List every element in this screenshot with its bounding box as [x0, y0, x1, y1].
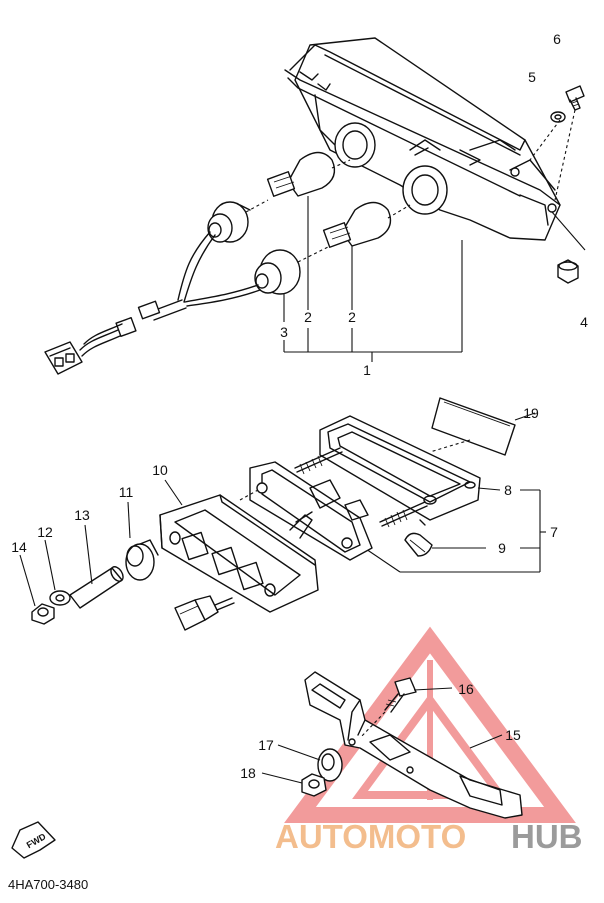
label-1: 1	[363, 362, 371, 378]
lens-screws	[294, 447, 428, 528]
drawing-code: 4HA700-3480	[8, 877, 88, 892]
screw-6	[565, 85, 585, 111]
label-9: 9	[498, 540, 506, 556]
label-2b: 2	[348, 309, 356, 325]
label-3: 3	[280, 324, 288, 340]
watermark-brand-a: AUTOMOTO	[275, 818, 466, 855]
label-2a: 2	[304, 309, 312, 325]
wire-harness	[44, 231, 261, 375]
label-7: 7	[550, 524, 558, 540]
spacer-17	[317, 748, 343, 782]
spacer-13	[69, 566, 124, 609]
base-plate	[249, 461, 373, 561]
label-13: 13	[74, 507, 90, 523]
label-15: 15	[505, 727, 521, 743]
part-labels: 1 2 2 3 4 5 6 7 8 9 10 11 12 13 14 15 16…	[11, 31, 588, 781]
label-17: 17	[258, 737, 274, 753]
label-8: 8	[504, 482, 512, 498]
label-11: 11	[119, 484, 134, 500]
label-16: 16	[458, 681, 474, 697]
taillight-housing	[284, 37, 561, 241]
nut-14	[31, 603, 55, 625]
bulb-9	[404, 532, 433, 557]
label-10: 10	[152, 462, 168, 478]
socket-upper	[207, 201, 251, 243]
bulb-2-upper	[266, 151, 336, 197]
nut-18	[301, 773, 327, 797]
watermark-text: AUTOMOTO HUB	[275, 818, 583, 855]
lower-connector	[174, 595, 235, 631]
watermark-brand-b: HUB	[511, 818, 583, 855]
washer-5	[550, 111, 566, 123]
label-group-1-bracket	[283, 196, 463, 362]
label-12: 12	[37, 524, 53, 540]
bolt-16	[384, 677, 417, 713]
bracket-15	[304, 671, 523, 819]
label-6: 6	[553, 31, 561, 47]
bulb-2-lower	[322, 201, 392, 248]
lower-housing-10	[159, 494, 319, 613]
lens-8	[319, 415, 481, 526]
label-18: 18	[240, 765, 256, 781]
label-5: 5	[528, 69, 536, 85]
label-14: 14	[11, 539, 27, 555]
nut-4	[557, 259, 579, 284]
label-sheet-19	[431, 397, 516, 456]
socket-lower	[254, 249, 301, 295]
grommet-11	[125, 539, 159, 581]
fwd-arrow-icon: FWD	[11, 821, 56, 859]
label-4: 4	[580, 314, 588, 330]
label-group-7-bracket	[359, 489, 546, 573]
label-19: 19	[523, 405, 539, 421]
washer-12	[49, 590, 71, 606]
